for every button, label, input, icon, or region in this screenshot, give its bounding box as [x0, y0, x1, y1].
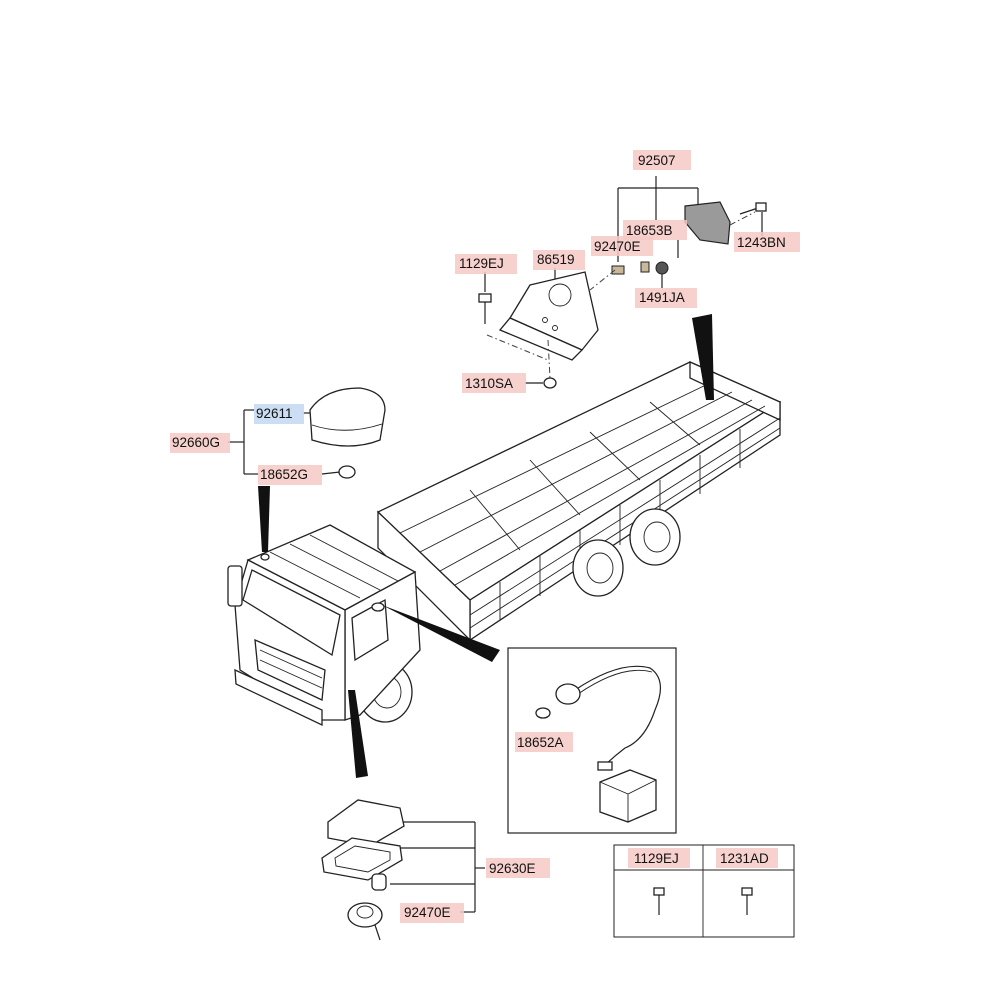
cab-lamp-assembly[interactable] — [228, 387, 386, 479]
legend-col1-label: 1129EJ — [634, 851, 679, 866]
nut-1310sa-part[interactable] — [525, 377, 557, 389]
label-92611[interactable]: 92611 — [256, 406, 293, 421]
marker-lamp-assembly[interactable] — [321, 799, 485, 941]
legend-col2-label: 1231AD — [720, 851, 769, 866]
leader-wedges — [258, 314, 714, 778]
socket-bottom-part[interactable] — [347, 902, 383, 928]
rear-lamp-assembly[interactable] — [589, 176, 767, 291]
legend-screw-icon — [741, 887, 753, 915]
bolt-1129ej-part[interactable] — [478, 272, 492, 324]
screw-1243bn-part[interactable] — [739, 202, 767, 236]
gasket-part[interactable] — [321, 837, 403, 881]
label-92660G[interactable]: 92660G — [172, 435, 220, 450]
truck-cab — [227, 524, 421, 727]
lamp-housing-part[interactable] — [684, 201, 731, 245]
lamp-cover-part[interactable] — [309, 387, 386, 447]
part-labels[interactable]: 92507 18653B 92470E 1243BN 1129EJ 86519 … — [170, 150, 800, 923]
bracket-part[interactable] — [486, 268, 599, 379]
label-92470E-bottom[interactable]: 92470E — [404, 905, 451, 920]
legend-bolt-icon — [653, 887, 665, 915]
label-18653B[interactable]: 18653B — [626, 223, 673, 238]
label-1129EJ-top[interactable]: 1129EJ — [459, 256, 504, 271]
label-18652G[interactable]: 18652G — [260, 467, 308, 482]
grommet-part[interactable] — [655, 261, 669, 275]
bulb-bottom-part[interactable] — [371, 873, 387, 891]
truck-wheels — [357, 508, 681, 723]
legend-table: 1129EJ 1231AD — [613, 844, 795, 938]
bulb-part[interactable] — [611, 265, 625, 275]
label-1310SA[interactable]: 1310SA — [465, 376, 513, 391]
label-92630E[interactable]: 92630E — [489, 861, 536, 876]
label-18652A[interactable]: 18652A — [517, 735, 564, 750]
label-92470E-top[interactable]: 92470E — [594, 239, 641, 254]
bulb-18652a-part[interactable] — [535, 707, 551, 719]
label-86519[interactable]: 86519 — [537, 252, 575, 267]
label-1243BN[interactable]: 1243BN — [737, 235, 786, 250]
bulb-18652g-part[interactable] — [338, 465, 356, 479]
label-92507[interactable]: 92507 — [638, 153, 676, 168]
label-1491JA[interactable]: 1491JA — [639, 290, 685, 305]
truck-illustration — [227, 360, 782, 727]
lamp-lens-part[interactable] — [327, 799, 405, 847]
socket-part[interactable] — [555, 683, 581, 705]
